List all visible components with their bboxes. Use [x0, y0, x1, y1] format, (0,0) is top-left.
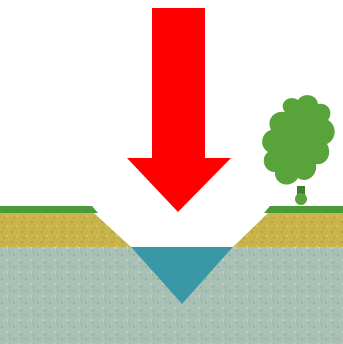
- down-arrow-icon: [127, 8, 231, 212]
- topsoil-layer-left: [0, 213, 131, 247]
- grass-strip-left: [0, 206, 98, 213]
- grass-strip-right: [264, 206, 343, 213]
- topsoil-layer-right: [233, 213, 343, 247]
- tree-icon: [262, 95, 335, 205]
